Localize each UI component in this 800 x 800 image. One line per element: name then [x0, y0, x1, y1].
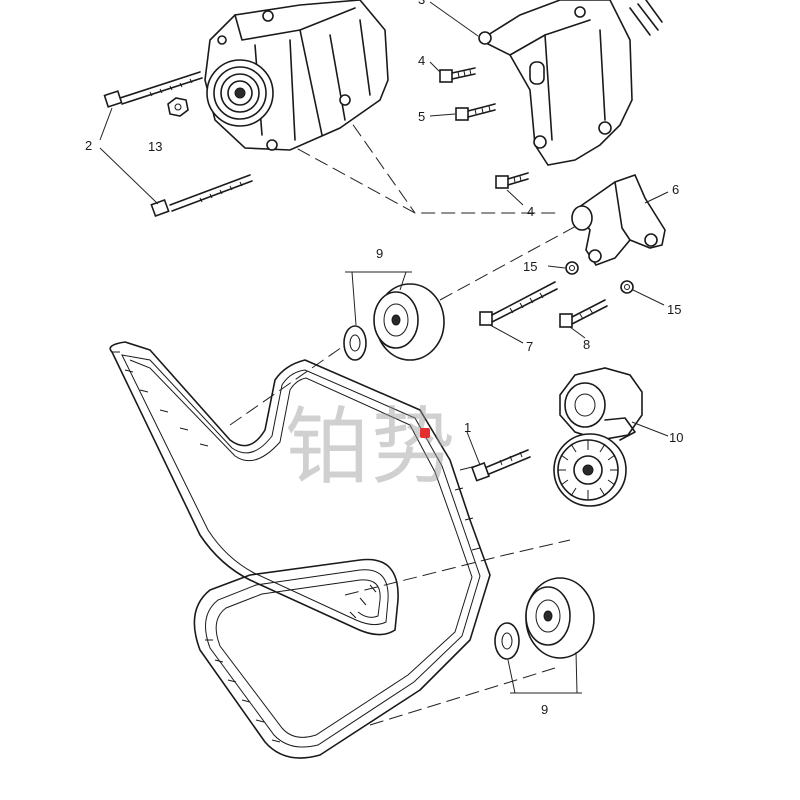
callout-8: 8	[583, 337, 590, 352]
leader-6	[644, 191, 669, 204]
callout-9-bottom: 9	[541, 702, 548, 717]
callout-10: 10	[669, 430, 683, 445]
leader-1	[466, 431, 481, 466]
serpentine-belt	[109, 341, 491, 759]
bolt-7	[479, 281, 558, 326]
bolt-4-lower	[495, 172, 529, 189]
callout-6: 6	[672, 182, 679, 197]
bolt-2-upper	[103, 71, 203, 108]
callout-2: 2	[85, 138, 92, 153]
leader-4a	[429, 61, 441, 73]
callout-15-a: 15	[523, 259, 537, 274]
center-lines	[229, 91, 579, 726]
callout-4-upper: 4	[418, 53, 425, 68]
bolt-4-upper	[439, 67, 476, 83]
leader-5	[429, 113, 456, 117]
leader-3	[429, 1, 479, 37]
callouts: 1 2 3 4 4 5 6 7 8 9 9 10 13 15 15	[85, 0, 683, 717]
bracket-3	[478, 0, 663, 166]
washer-15-a	[565, 261, 579, 275]
callout-4-lower: 4	[527, 204, 534, 219]
bracket-9-bottom	[507, 651, 582, 694]
leader-2b	[99, 147, 159, 205]
callout-1: 1	[464, 420, 471, 435]
washer-15-b	[620, 280, 634, 294]
callout-13: 13	[148, 139, 162, 154]
callout-9-top: 9	[376, 246, 383, 261]
idler-pulley-top	[343, 283, 445, 361]
watermark-mark-icon	[420, 428, 430, 438]
leader-10	[631, 421, 669, 437]
leader-8	[569, 326, 586, 339]
bolt-8	[559, 299, 608, 328]
tensioner-bracket-6	[571, 173, 666, 266]
leader-7	[489, 324, 524, 344]
callout-15-b: 15	[667, 302, 681, 317]
bracket-9-top	[345, 271, 412, 326]
leader-15b	[632, 289, 665, 306]
bolt-1	[470, 449, 531, 482]
idler-pulley-bottom	[494, 577, 595, 660]
leader-2a	[99, 107, 113, 141]
alternator	[204, 0, 389, 151]
leader-4b	[506, 189, 524, 206]
tensioner-assembly-10	[553, 367, 643, 507]
bolt-2-lower	[150, 174, 253, 218]
bolt-5	[455, 103, 496, 121]
callout-7: 7	[526, 339, 533, 354]
callout-5: 5	[418, 109, 425, 124]
leader-15a	[547, 265, 566, 269]
nut-13	[167, 97, 189, 117]
callout-3: 3	[418, 0, 425, 7]
